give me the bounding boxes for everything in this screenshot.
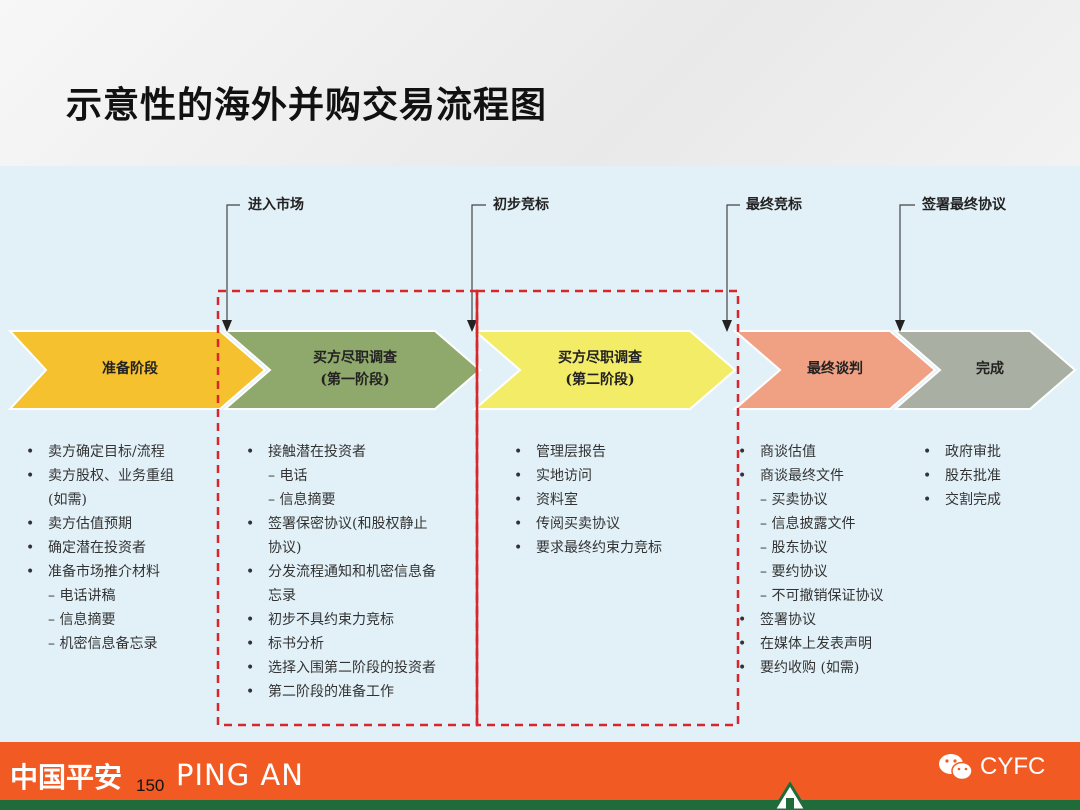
list-item: – 要约协议 [760, 564, 828, 580]
stage-preparation: 准备阶段 [102, 361, 158, 377]
list-item: 卖方确定目标/流程 [26, 440, 174, 464]
brand-logo-cn: 中国平安 [10, 761, 123, 794]
list-item: 要求最终约束力竞标 [514, 536, 662, 560]
footer-bar [0, 742, 1080, 800]
list-item: – 股东协议 [760, 540, 828, 556]
stage-completion: 完成 [976, 361, 1004, 377]
list-item: 初步不具约束力竞标 [246, 608, 436, 632]
due-diligence-2-tasks: 管理层报告实地访问资料室传阅买卖协议要求最终约束力竞标 [514, 440, 662, 560]
arrow-down-icon [467, 320, 477, 332]
list-item: 传阅买卖协议 [514, 512, 662, 536]
list-item: 第二阶段的准备工作 [246, 680, 436, 704]
chevron-preparation [7, 330, 267, 410]
pingan-peak-icon [772, 782, 808, 810]
list-item: – 买卖协议 [760, 492, 828, 508]
page-number: 150 [136, 776, 165, 795]
chevron-completion [892, 330, 1077, 410]
list-item: 在媒体上发表声明 [738, 632, 883, 656]
milestone-sign-agreement: 签署最终协议 [922, 197, 1006, 213]
milestone-line [899, 204, 915, 324]
stage-final-negotiation: 最终谈判 [807, 361, 863, 377]
list-item: 实地访问 [514, 464, 662, 488]
list-item: 协议) [268, 540, 302, 556]
arrow-down-icon [722, 320, 732, 332]
chevron-final-negotiation [732, 330, 937, 410]
list-item: – 机密信息备忘录 [48, 636, 158, 652]
list-item: 签署协议 [738, 608, 883, 632]
milestone-line [471, 204, 486, 324]
list-item: 分发流程通知和机密信息备 [246, 560, 436, 584]
list-item: – 信息披露文件 [760, 516, 856, 532]
stage-due-diligence-1: 买方尽职调查(第一阶段) [313, 350, 397, 388]
milestone-final-bid: 最终竞标 [746, 197, 802, 213]
stage-due-diligence-2: 买方尽职调查(第二阶段) [558, 350, 642, 388]
title-area [0, 0, 1080, 166]
milestone-line [726, 204, 740, 324]
completion-tasks: 政府审批股东批准交割完成 [923, 440, 1001, 512]
list-item: 管理层报告 [514, 440, 662, 464]
final-negotiation-tasks: 商谈估值商谈最终文件 – 买卖协议 – 信息披露文件 – 股东协议 – 要约协议 – 不可… [738, 440, 883, 680]
list-item: 政府审批 [923, 440, 1001, 464]
chevron-due-diligence-2 [472, 330, 737, 410]
list-item: 商谈估值 [738, 440, 883, 464]
list-item: 卖方股权、业务重组 [26, 464, 174, 488]
list-item: – 信息摘要 [268, 492, 336, 508]
list-item: 要约收购 (如需) [738, 656, 883, 680]
list-item: 签署保密协议(和股权静止 [246, 512, 436, 536]
process-diagram [7, 204, 1077, 727]
list-item: 股东批准 [923, 464, 1001, 488]
footer-green-strip [0, 800, 1080, 810]
watermark-text: CYFC [980, 753, 1046, 780]
arrow-down-icon [222, 320, 232, 332]
list-item: – 电话讲稿 [48, 588, 116, 604]
list-item: 标书分析 [246, 632, 436, 656]
list-item: 忘录 [268, 588, 296, 604]
list-item: – 不可撤销保证协议 [760, 588, 884, 604]
milestone-line [226, 204, 240, 324]
list-item: 选择入围第二阶段的投资者 [246, 656, 436, 680]
list-item: – 电话 [268, 468, 308, 484]
list-item: 确定潜在投资者 [26, 536, 174, 560]
list-item: 交割完成 [923, 488, 1001, 512]
list-item: 资料室 [514, 488, 662, 512]
list-item: 商谈最终文件 [738, 464, 883, 488]
brand-logo-en: PING AN [176, 758, 304, 792]
dashed-box-phase2 [475, 289, 740, 727]
milestone-enter-market: 进入市场 [248, 197, 304, 213]
milestone-initial-bid: 初步竞标 [493, 197, 549, 213]
preparation-tasks: 卖方确定目标/流程卖方股权、业务重组 (如需) 卖方估值预期确定潜在投资者准备市场推… [26, 440, 174, 656]
wechat-icon [939, 754, 973, 781]
list-item: 卖方估值预期 [26, 512, 174, 536]
arrow-down-icon [895, 320, 905, 332]
list-item: 准备市场推介材料 [26, 560, 174, 584]
list-item: 接触潜在投资者 [246, 440, 436, 464]
list-item: – 信息摘要 [48, 612, 116, 628]
chevron-due-diligence-1 [222, 330, 482, 410]
list-item: (如需) [48, 492, 87, 508]
page-title: 示意性的海外并购交易流程图 [66, 85, 548, 126]
